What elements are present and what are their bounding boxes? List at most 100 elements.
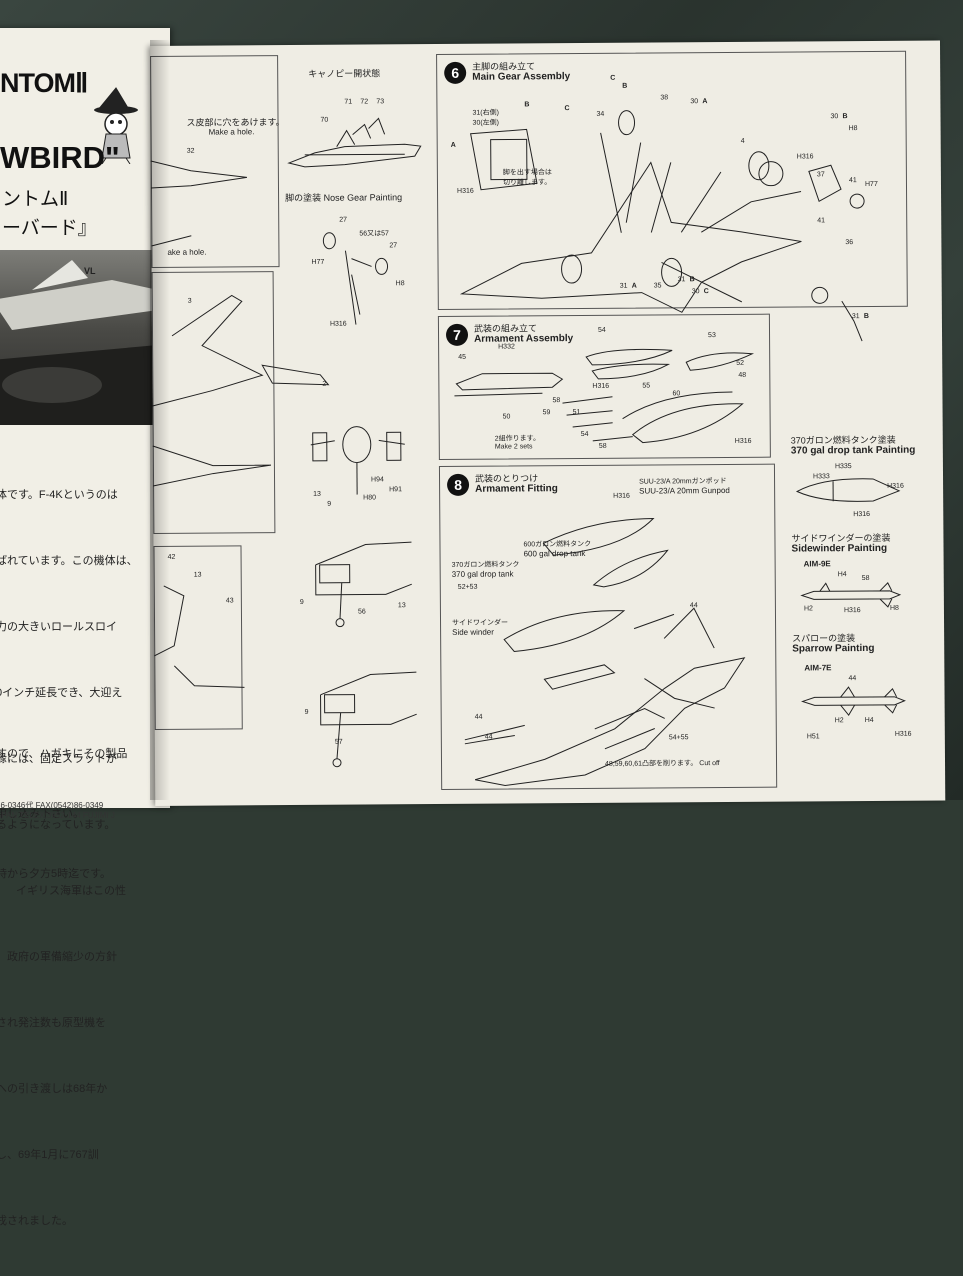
step6-title-en: Main Gear Assembly — [472, 71, 570, 83]
aim7-part: H51 — [807, 733, 820, 740]
side-view-drawing-2 — [310, 664, 421, 775]
step6-callout-a: A — [451, 142, 456, 149]
canopy-part: 71 — [344, 99, 352, 106]
step6-label: 38 — [660, 94, 668, 101]
step7-label: 53 — [708, 332, 716, 339]
nose-gear-label: H8 — [396, 280, 405, 287]
front-view-label: H91 — [389, 486, 402, 493]
nose-gear-label: 56又は57 — [359, 228, 389, 238]
nose-gear-painting-title: 脚の塗装 Nose Gear Painting — [285, 190, 402, 204]
kit-title-line1: NTOMⅡ — [0, 68, 87, 99]
aim9-part: H4 — [838, 571, 847, 578]
drop-tank-label: H335 — [835, 463, 852, 470]
step7-number: 7 — [446, 324, 468, 346]
gear-detail-label: 36 — [845, 239, 853, 246]
drop-tank-painting-drawing — [793, 471, 903, 512]
drop-tank-label: H333 — [813, 473, 830, 480]
side-view-label: 13 — [398, 602, 406, 609]
aim9-part: H8 — [890, 605, 899, 612]
canopy-part: 73 — [376, 98, 384, 105]
side-view-label: 9 — [305, 709, 309, 716]
side-view-label: 56 — [358, 609, 366, 616]
step6-callout-c: C — [610, 75, 615, 82]
front-view-label: H94 — [371, 476, 384, 483]
aim9-part: H2 — [804, 605, 813, 612]
armament-fitting-drawing — [443, 488, 775, 790]
footer-line: APAN TELEX:3952-144 FUJIMI J — [0, 811, 115, 820]
step7-label: 58 — [552, 397, 560, 404]
nose-gear-label: 27 — [339, 217, 347, 224]
drop-tank-label: H316 — [887, 483, 904, 490]
step7-label: 45 — [458, 354, 466, 361]
desc-line: 戎されました。 — [0, 1210, 154, 1232]
step7-note-en: Make 2 sets — [495, 443, 533, 450]
aim9-part: H316 — [844, 607, 861, 614]
step7-label: 54 — [598, 327, 606, 334]
tail-code-label: VL — [84, 266, 96, 276]
aircraft-photo: VL — [0, 250, 158, 425]
footer-line: 86-0346代 FAX(0542)86-0349 — [0, 800, 115, 811]
contact-footer: 86-0346代 FAX(0542)86-0349 APAN TELEX:395… — [0, 800, 115, 820]
step6-callout-a: A — [702, 98, 707, 105]
desc-line: 、政府の軍備縮少の方針 — [0, 946, 154, 968]
gear-detail-label: H316 — [797, 153, 814, 160]
gear-detail-label: H77 — [865, 181, 878, 188]
step6-bottom-label: 31 — [620, 283, 628, 290]
step7-note-jp: 2組作ります。 — [495, 433, 540, 443]
canopy-part: 70 — [320, 117, 328, 124]
step7-label: 52 — [736, 360, 744, 367]
step6-label: 30(左側) — [473, 118, 500, 128]
step6-bottom-label: 30 — [692, 288, 700, 295]
canopy-open-drawing — [284, 94, 425, 175]
step7-label: 55 — [642, 383, 650, 390]
front-view-label: H80 — [363, 494, 376, 501]
left-instruction-sheet: NTOMⅡ WBIRD" ントムⅡ ーバード』 VL 体です。F-4Kというのは… — [0, 28, 170, 808]
step6-label: 4 — [741, 138, 745, 145]
step6-callout-b: B — [524, 101, 529, 108]
gear-detail-label: B — [864, 313, 869, 320]
step6-bottom-label: C — [704, 288, 709, 295]
nose-gear-label: H316 — [330, 321, 347, 328]
kit-title-line2: WBIRD" — [0, 140, 120, 176]
step6-bottom-label: B — [690, 276, 695, 283]
step6-bottom-label: 31 — [678, 276, 686, 283]
desc-line: への引き渡しは68年か — [0, 1078, 154, 1100]
aim9-label: AIM-9E — [804, 559, 831, 568]
step6-bottom-label: A — [632, 283, 637, 290]
desc-line: し、69年1月に767訓 — [0, 1144, 154, 1166]
step7-label: 51 — [573, 409, 581, 416]
step6-label: 34 — [596, 111, 604, 118]
step7-label: 58 — [599, 443, 607, 450]
notice-line: 時から夕方5時迄です。 — [0, 864, 154, 884]
step7-label: 50 — [503, 413, 511, 420]
step7-label: H332 — [498, 343, 515, 350]
step6-note-line2: 切り離します。 — [503, 177, 551, 187]
aim7-part: 44 — [848, 675, 856, 682]
step6-note-line1: 脚を出す場合は — [503, 167, 552, 177]
desc-line: され発注数も原型機を — [0, 1012, 154, 1034]
step6-bottom-label: 35 — [654, 282, 662, 289]
sparrow-painting-drawing — [800, 685, 910, 720]
nose-gear-label: 27 — [389, 242, 397, 249]
step7-label: 48 — [738, 372, 746, 379]
gear-detail-label: 31 — [852, 313, 860, 320]
gear-detail-label: B — [842, 113, 847, 120]
canopy-title: キャノピー開状態 — [308, 66, 380, 80]
gear-detail-label: 37 — [817, 171, 825, 178]
page-fold-shadow — [150, 40, 170, 800]
step6-label: 31(右側) — [472, 108, 499, 118]
canopy-part: 72 — [360, 98, 368, 105]
gear-detail-label: 30 — [830, 113, 838, 120]
desc-line: 0インチ延長でき、大迎え — [0, 682, 154, 704]
side-view-label: 57 — [335, 739, 343, 746]
desc-line: 力の大きいロールスロイ — [0, 616, 154, 638]
kit-title-jp-line2: ーバード』 — [2, 213, 97, 240]
gear-detail-label: 41 — [849, 177, 857, 184]
side-view-drawing-1 — [305, 534, 416, 635]
desc-line: ばれています。この機体は、 — [0, 550, 154, 572]
notice-line: すので、ハガキにその製品 — [0, 744, 154, 764]
gear-detail-label: H8 — [849, 125, 858, 132]
front-view-label: 13 — [313, 491, 321, 498]
kit-title-jp-line1: ントムⅡ — [2, 184, 68, 211]
step7-label: H316 — [735, 438, 752, 445]
